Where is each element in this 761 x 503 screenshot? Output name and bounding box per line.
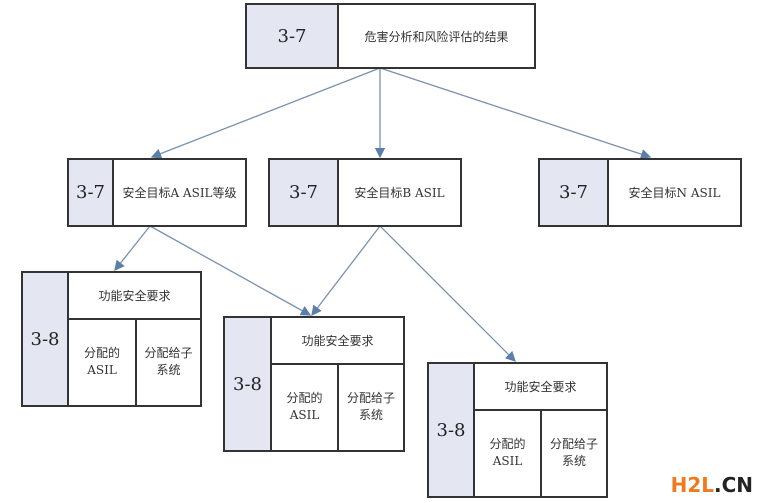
arrow-top-to-n: [379, 67, 652, 160]
section-label: 3-7: [69, 160, 114, 225]
safety-goal-a-box: 3-7 安全目标A ASIL等级: [67, 158, 247, 227]
arrow-a-to-req2: [149, 225, 312, 316]
section-label: 3-8: [429, 364, 475, 496]
hazard-analysis-box: 3-7 危害分析和风险评估的结果: [245, 3, 536, 69]
allocated-subsystem-cell: 分配给子系统: [346, 390, 395, 422]
section-label: 3-7: [540, 160, 609, 225]
section-label: 3-8: [225, 318, 272, 450]
requirement-header: 功能安全要求: [272, 318, 403, 365]
allocated-subsystem-cell: 分配给子系统: [549, 436, 598, 468]
box-text: 危害分析和风险评估的结果: [364, 29, 509, 44]
arrow-a-to-req1: [114, 225, 151, 272]
requirement-header: 功能安全要求: [475, 364, 606, 411]
logo-suffix: .CN: [713, 473, 753, 497]
watermark-logo: H2L.CN: [671, 473, 753, 497]
allocated-subsystem-cell: 分配给子系统: [144, 345, 193, 377]
arrow-b-to-req2: [311, 225, 381, 317]
box-text: 安全目标N ASIL: [628, 186, 721, 200]
box-text: 安全目标B ASIL: [354, 186, 445, 200]
arrow-b-to-req3: [379, 225, 516, 362]
requirement-header: 功能安全要求: [69, 273, 200, 320]
box-text: 安全目标A ASIL等级: [122, 186, 237, 200]
section-label: 3-7: [247, 5, 339, 67]
arrow-top-to-a: [150, 67, 381, 159]
section-label: 3-7: [270, 160, 339, 225]
logo-brand: H2L: [670, 473, 714, 497]
section-label: 3-8: [23, 273, 69, 405]
safety-goal-n-box: 3-7 安全目标N ASIL: [538, 158, 742, 227]
safety-goal-b-box: 3-7 安全目标B ASIL: [268, 158, 462, 227]
